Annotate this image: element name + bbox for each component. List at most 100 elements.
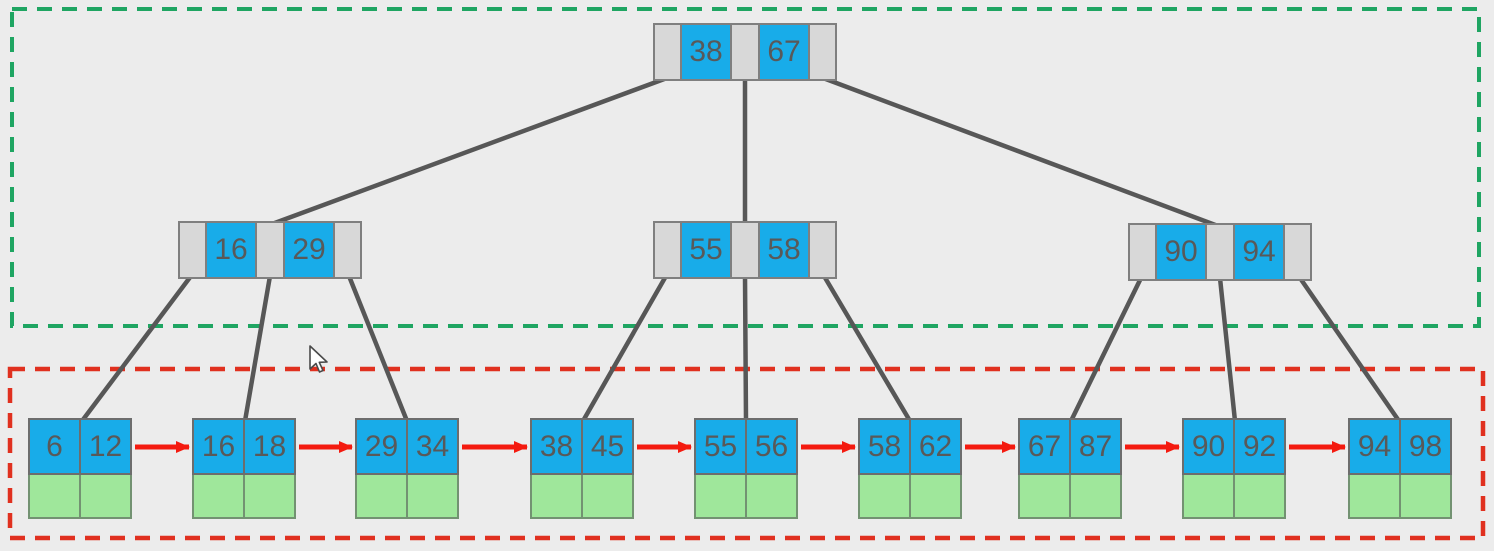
child-pointer-cell — [1130, 225, 1155, 279]
internal-node-3: 90 94 — [1128, 223, 1312, 281]
leaf-node-6: 58 62 — [858, 418, 962, 519]
edge-node2-to-leaf6 — [821, 273, 913, 424]
leaf-node-3: 29 34 — [355, 418, 459, 519]
record-cell — [1018, 475, 1071, 519]
edge-node3-to-leaf7 — [1068, 275, 1144, 424]
key-cell: 29 — [283, 223, 335, 277]
key-cell: 94 — [1348, 418, 1401, 475]
key-cell: 56 — [745, 418, 798, 475]
record-cell — [243, 475, 296, 519]
record-cell — [79, 475, 132, 519]
key-cell: 18 — [243, 418, 296, 475]
leaf-entry: 55 — [694, 418, 747, 519]
leaf-node-9: 94 98 — [1348, 418, 1452, 519]
child-pointer-cell — [655, 223, 680, 277]
record-cell — [581, 475, 634, 519]
leaf-entry: 56 — [745, 418, 798, 519]
child-pointer-cell — [732, 223, 758, 277]
leaf-node-2: 16 18 — [192, 418, 296, 519]
key-cell: 90 — [1182, 418, 1235, 475]
child-pointer-cell — [1285, 225, 1310, 279]
key-cell: 55 — [680, 223, 732, 277]
key-cell: 34 — [406, 418, 459, 475]
record-cell — [1233, 475, 1286, 519]
leaf-entry: 6 — [28, 418, 81, 519]
child-pointer-cell — [810, 25, 835, 79]
record-cell — [406, 475, 459, 519]
key-cell: 38 — [680, 25, 732, 79]
key-cell: 67 — [1018, 418, 1071, 475]
key-cell: 6 — [28, 418, 81, 475]
internal-node-1: 16 29 — [178, 221, 362, 279]
key-cell: 90 — [1155, 225, 1207, 279]
record-cell — [355, 475, 408, 519]
key-cell: 62 — [909, 418, 962, 475]
edge-root-to-node3 — [820, 75, 1221, 229]
record-cell — [745, 475, 798, 519]
record-cell — [694, 475, 747, 519]
leaf-entry: 62 — [909, 418, 962, 519]
child-pointer-cell — [655, 25, 680, 79]
child-pointer-cell — [180, 223, 205, 277]
record-cell — [858, 475, 911, 519]
child-pointer-cell — [1207, 225, 1233, 279]
record-cell — [530, 475, 583, 519]
edge-root-to-node1 — [269, 75, 670, 227]
child-pointer-cell — [732, 25, 758, 79]
key-cell: 58 — [758, 223, 810, 277]
key-cell: 92 — [1233, 418, 1286, 475]
leaf-entry: 38 — [530, 418, 583, 519]
leaf-entry: 58 — [858, 418, 911, 519]
edge-node3-to-leaf8 — [1217, 275, 1238, 424]
leaf-entry: 34 — [406, 418, 459, 519]
tree-edges — [79, 75, 1402, 424]
internal-node-2: 55 58 — [653, 221, 837, 279]
index-region-box — [10, 7, 1481, 328]
mouse-cursor-icon — [309, 345, 328, 373]
leaf-entry: 94 — [1348, 418, 1401, 519]
leaf-entry: 90 — [1182, 418, 1235, 519]
key-cell: 12 — [79, 418, 132, 475]
leaf-entry: 67 — [1018, 418, 1071, 519]
key-cell: 87 — [1069, 418, 1122, 475]
record-cell — [192, 475, 245, 519]
key-cell: 29 — [355, 418, 408, 475]
record-cell — [28, 475, 81, 519]
leaf-node-1: 6 12 — [28, 418, 132, 519]
leaf-entry: 18 — [243, 418, 296, 519]
leaf-entry: 98 — [1399, 418, 1452, 519]
key-cell: 67 — [758, 25, 810, 79]
key-cell: 98 — [1399, 418, 1452, 475]
leaf-node-8: 90 92 — [1182, 418, 1286, 519]
edge-node2-to-leaf4 — [580, 273, 669, 424]
edge-node1-to-leaf3 — [346, 273, 410, 424]
edge-node3-to-leaf9 — [1297, 275, 1402, 424]
edge-node1-to-leaf2 — [242, 273, 273, 424]
key-cell: 38 — [530, 418, 583, 475]
key-cell: 94 — [1233, 225, 1285, 279]
leaf-entry: 16 — [192, 418, 245, 519]
record-cell — [909, 475, 962, 519]
child-pointer-cell — [257, 223, 283, 277]
record-cell — [1348, 475, 1401, 519]
leaf-entry: 45 — [581, 418, 634, 519]
leaf-node-5: 55 56 — [694, 418, 798, 519]
leaf-node-7: 67 87 — [1018, 418, 1122, 519]
leaf-entry: 29 — [355, 418, 408, 519]
key-cell: 55 — [694, 418, 747, 475]
leaf-node-4: 38 45 — [530, 418, 634, 519]
child-pointer-cell — [335, 223, 360, 277]
key-cell: 16 — [192, 418, 245, 475]
leaf-entry: 92 — [1233, 418, 1286, 519]
key-cell: 58 — [858, 418, 911, 475]
key-cell: 16 — [205, 223, 257, 277]
child-pointer-cell — [810, 223, 835, 277]
edge-node2-to-leaf5 — [742, 273, 749, 424]
root-node: 38 67 — [653, 23, 837, 81]
leaf-entry: 12 — [79, 418, 132, 519]
leaf-entry: 87 — [1069, 418, 1122, 519]
record-cell — [1069, 475, 1122, 519]
edge-node1-to-leaf1 — [79, 273, 194, 424]
